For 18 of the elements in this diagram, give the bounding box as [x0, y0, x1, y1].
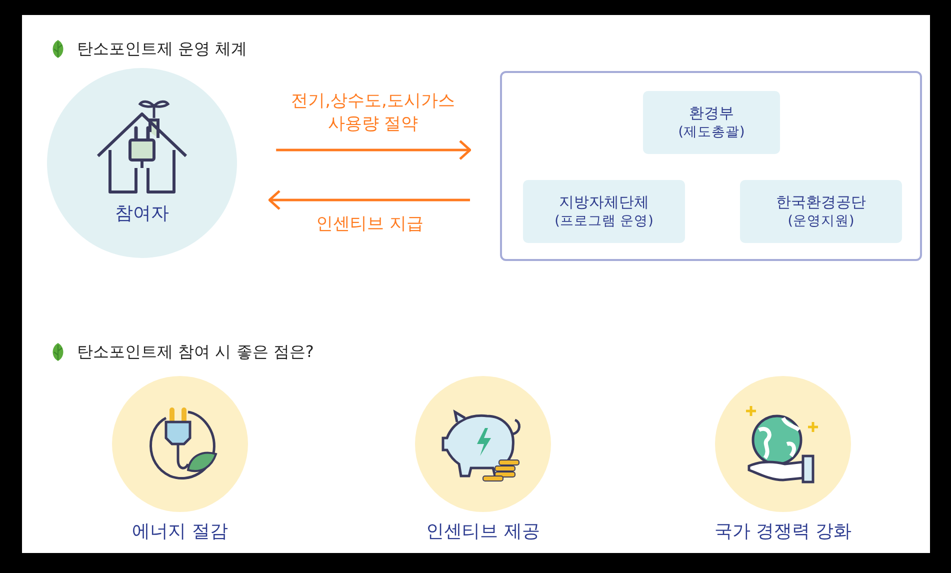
organization-role: (프로그램 운영)	[554, 212, 654, 231]
arrow	[276, 140, 472, 160]
organization-role: (운영지원)	[788, 212, 854, 231]
organization-name: 환경부	[689, 103, 734, 123]
organization-role: (제도총괄)	[678, 123, 745, 142]
section-heading: 탄소포인트제 운영 체계	[77, 39, 248, 60]
benefit-label: 국가 경쟁력 강화	[713, 520, 853, 543]
section-heading: 탄소포인트제 참여 시 좋은 점은?	[77, 342, 314, 363]
arrow	[268, 190, 470, 210]
organization-box	[643, 91, 780, 154]
organization-name: 지방자체단체	[559, 192, 649, 212]
participant-label: 참여자	[114, 202, 170, 225]
organization-box	[523, 180, 685, 243]
benefit-label: 인센티브 제공	[425, 520, 541, 543]
organization-name: 한국환경공단	[776, 192, 866, 212]
benefit-label: 에너지 절감	[131, 520, 229, 543]
organization-box	[740, 180, 902, 243]
organization-frame	[500, 71, 922, 261]
